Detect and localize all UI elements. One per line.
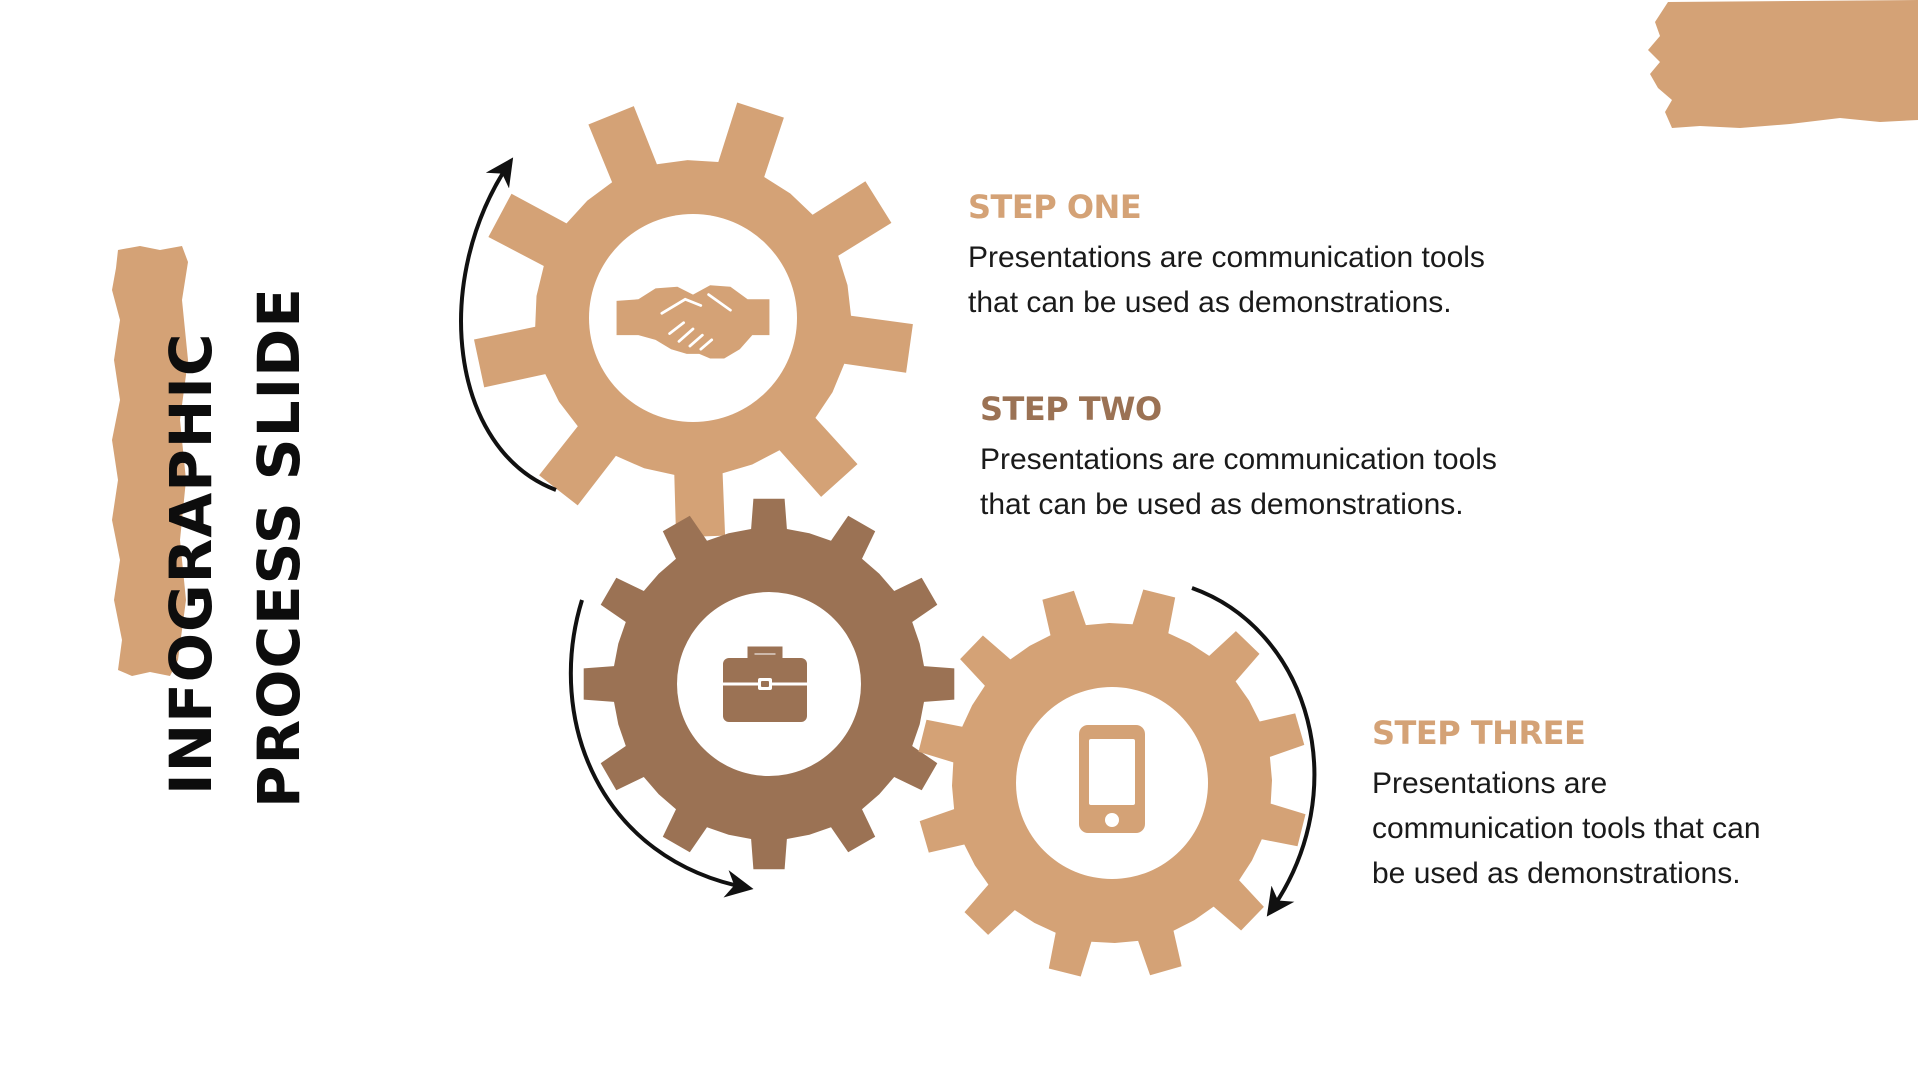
step-one-text-line-2: that can be used as demonstrations. — [968, 286, 1452, 320]
step-three-text-line-3: be used as demonstrations. — [1372, 857, 1741, 891]
step-three-text-line-1: Presentations are — [1372, 767, 1608, 801]
step-three: STEP THREE Presentations are communicati… — [1372, 714, 1761, 896]
step-two-text-line-2: that can be used as demonstrations. — [980, 488, 1464, 522]
handshake-icon — [616, 285, 770, 359]
arrow-gear-two — [568, 599, 754, 898]
arrow-gear-three — [1191, 586, 1317, 917]
title-line-1: INFOGRAPHIC — [157, 332, 225, 795]
step-three-heading: STEP THREE — [1372, 714, 1586, 752]
step-three-text-line-2: communication tools that can — [1372, 812, 1761, 846]
step-two-text-line-1: Presentations are communication tools — [980, 443, 1497, 477]
step-two-heading: STEP TWO — [980, 390, 1162, 428]
brush-stroke-top-right — [1648, 0, 1918, 128]
step-one-heading: STEP ONE — [968, 188, 1142, 226]
title-line-2: PROCESS SLIDE — [245, 287, 313, 808]
brush-stroke-left — [112, 246, 188, 676]
arrow-gear-one — [459, 157, 557, 492]
briefcase-icon — [723, 646, 807, 722]
smartphone-icon — [1079, 725, 1145, 833]
step-one-text-line-1: Presentations are communication tools — [968, 241, 1485, 275]
step-one: STEP ONE Presentations are communication… — [968, 188, 1485, 325]
step-two: STEP TWO Presentations are communication… — [980, 390, 1497, 527]
